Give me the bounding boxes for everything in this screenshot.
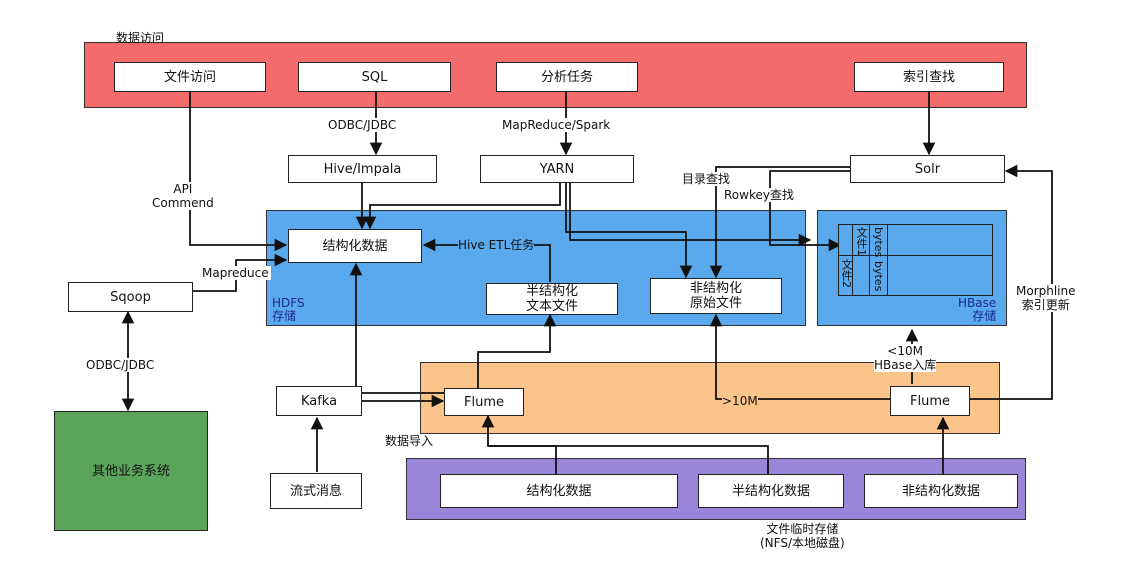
edge-flume-semi bbox=[477, 313, 557, 388]
other-systems-box: 其他业务系统 bbox=[54, 411, 208, 531]
label-gt10m: >10M bbox=[722, 394, 758, 408]
tmp-semi-structured-box: 半结构化数据 bbox=[698, 474, 844, 508]
semi-structured-text-box: 半结构化 文本文件 bbox=[486, 283, 618, 315]
flume-left-box: Flume bbox=[444, 388, 524, 416]
file-access-box: 文件访问 bbox=[114, 62, 266, 92]
index-search-box: 索引查找 bbox=[854, 62, 1004, 92]
hbase-row-divider bbox=[839, 255, 992, 256]
label-lt10m: <10M HBase入库 bbox=[874, 344, 937, 372]
label-hive-etl: Hive ETL任务 bbox=[458, 238, 535, 252]
label-odbc-side: ODBC/JDBC bbox=[84, 358, 157, 372]
hive-impala-box: Hive/Impala bbox=[288, 155, 437, 183]
tmp-unstructured-box: 非结构化数据 bbox=[864, 474, 1018, 508]
tmp-structured-box: 结构化数据 bbox=[440, 474, 678, 508]
edge-tmp-structured-flume bbox=[481, 414, 557, 474]
edge-yarn-structured bbox=[363, 183, 561, 230]
structured-data-box: 结构化数据 bbox=[288, 229, 422, 263]
edge-tmp-semi-flume bbox=[488, 445, 769, 474]
hbase-file2-header: 文件2 bbox=[840, 259, 853, 288]
edge-flume-unstructured bbox=[709, 313, 890, 400]
sql-box: SQL bbox=[298, 62, 451, 92]
label-mapreduce: Mapreduce bbox=[200, 266, 271, 280]
edge-flume-structured bbox=[349, 262, 446, 394]
flume-right-box: Flume bbox=[890, 386, 970, 416]
unstructured-raw-box: 非结构化 原始文件 bbox=[650, 278, 782, 314]
hdfs-label: HDFS 存储 bbox=[272, 296, 305, 323]
label-rowkey-lookup: Rowkey查找 bbox=[722, 188, 796, 202]
edge-yarn-unstructured bbox=[565, 183, 693, 279]
edge-yarn-hbase bbox=[569, 183, 812, 247]
label-dir-lookup: 目录查找 bbox=[680, 172, 733, 186]
hbase-col-divider-3 bbox=[887, 225, 888, 295]
import-label: 数据导入 bbox=[385, 434, 434, 448]
hbase-file1-header: 文件1 bbox=[855, 227, 868, 256]
hbase-table: 文件2 文件1 bytes bytes bbox=[838, 224, 993, 296]
hbase-bytes-1: bytes bbox=[872, 227, 885, 258]
label-mapreduce-spark: MapReduce/Spark bbox=[500, 118, 613, 132]
solr-box: Solr bbox=[850, 155, 1005, 183]
edge-file-access-structured bbox=[189, 92, 288, 252]
yarn-box: YARN bbox=[480, 155, 634, 183]
hbase-bytes-2: bytes bbox=[872, 261, 885, 292]
stream-message-box: 流式消息 bbox=[270, 473, 362, 509]
kafka-box: Kafka bbox=[276, 386, 362, 416]
data-access-label: 数据访问 bbox=[116, 31, 165, 45]
sqoop-box: Sqoop bbox=[68, 282, 193, 312]
label-api-commend: API Commend bbox=[150, 182, 216, 210]
edge-solr-unstructured bbox=[709, 166, 850, 279]
hbase-label: HBase 存储 bbox=[958, 296, 997, 323]
label-odbc-top: ODBC/JDBC bbox=[326, 118, 399, 132]
hbase-col-divider-2 bbox=[869, 225, 870, 295]
edge-solr-hbase bbox=[769, 170, 850, 252]
label-morphline: Morphline 索引更新 bbox=[1014, 284, 1078, 312]
temp-storage-label: 文件临时存储 (NFS/本地磁盘) bbox=[760, 522, 845, 550]
analysis-task-box: 分析任务 bbox=[496, 62, 638, 92]
hbase-col-divider-1 bbox=[852, 225, 853, 295]
